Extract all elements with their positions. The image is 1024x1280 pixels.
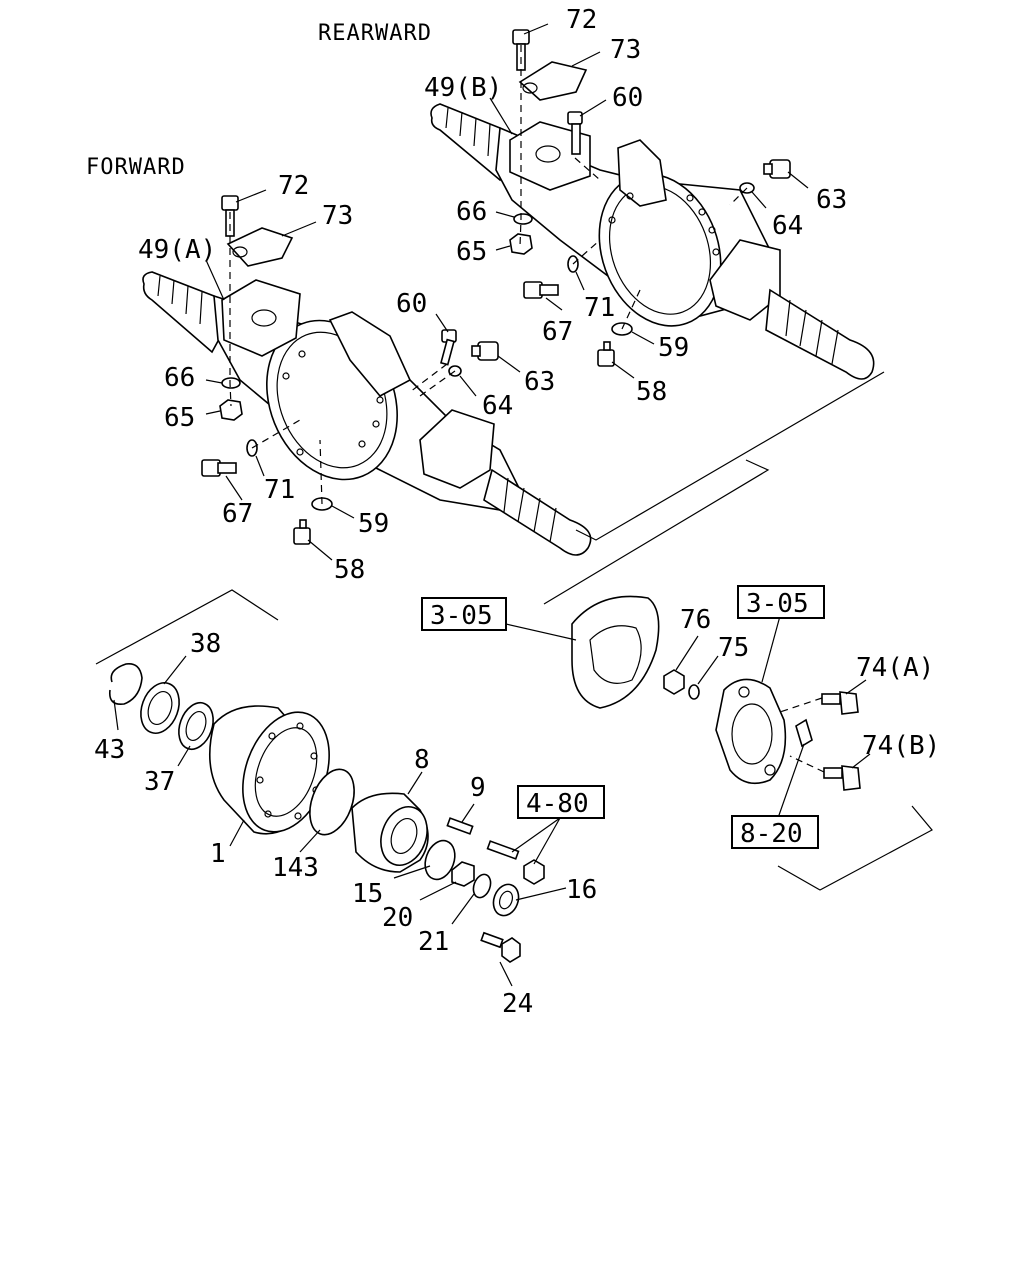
callout-37: 37 bbox=[144, 767, 175, 797]
ref-label-3-05-right: 3-05 bbox=[746, 589, 809, 619]
callout-66-front: 66 bbox=[164, 363, 195, 393]
ref-box-4-80 bbox=[517, 785, 605, 819]
callout-65-rear: 65 bbox=[456, 237, 487, 267]
callout-66-rear: 66 bbox=[456, 197, 487, 227]
plug-63-rear bbox=[769, 159, 791, 179]
callout-49b: 49(B) bbox=[424, 73, 502, 103]
ref-box-3-05-left bbox=[421, 597, 507, 631]
callout-63-front: 63 bbox=[524, 367, 555, 397]
washer-66-rear bbox=[513, 213, 533, 225]
bracket-8-20 bbox=[795, 718, 813, 748]
cap-73-rear bbox=[518, 61, 588, 101]
rear-axle-housing bbox=[430, 103, 875, 380]
callout-63-rear: 63 bbox=[816, 185, 847, 215]
callout-43: 43 bbox=[94, 735, 125, 765]
plug-63-front bbox=[477, 341, 499, 361]
bolt-74b bbox=[823, 767, 843, 779]
front-axle-housing bbox=[142, 271, 592, 556]
callout-24: 24 bbox=[502, 989, 533, 1019]
seal-38 bbox=[140, 682, 180, 734]
bolt-72-rear bbox=[512, 29, 530, 45]
rearward-label: REARWARD bbox=[318, 21, 432, 46]
ref-box-3-05-right bbox=[737, 585, 825, 619]
bolt-60-rear bbox=[567, 111, 583, 125]
callout-21: 21 bbox=[418, 927, 449, 957]
washer-66-front bbox=[221, 377, 241, 389]
anchor-plate bbox=[715, 678, 787, 785]
callout-71-rear: 71 bbox=[584, 293, 615, 323]
ref-label-4-80: 4-80 bbox=[526, 789, 589, 819]
leader-lines bbox=[113, 23, 871, 987]
nut-76 bbox=[663, 669, 685, 695]
callout-49a: 49(A) bbox=[138, 235, 216, 265]
stud-4-80 bbox=[486, 840, 520, 860]
brake-backing-group bbox=[571, 595, 933, 891]
callout-1: 1 bbox=[210, 839, 226, 869]
callout-72-rear: 72 bbox=[566, 5, 597, 35]
callout-72-front: 72 bbox=[278, 171, 309, 201]
callout-59-front: 59 bbox=[358, 509, 389, 539]
callout-8: 8 bbox=[414, 745, 430, 775]
callout-labels: 72 73 49(B) 60 66 65 63 64 71 67 59 58 7… bbox=[94, 5, 940, 1019]
callout-64-rear: 64 bbox=[772, 211, 803, 241]
bearing-15 bbox=[424, 839, 456, 881]
callout-9: 9 bbox=[470, 773, 486, 803]
callout-76: 76 bbox=[680, 605, 711, 635]
callout-71-front: 71 bbox=[264, 475, 295, 505]
front-small-parts bbox=[201, 195, 499, 545]
bolt-24 bbox=[480, 931, 504, 949]
ref-label-3-05-left: 3-05 bbox=[430, 601, 493, 631]
callout-58-rear: 58 bbox=[636, 377, 667, 407]
callout-73-front: 73 bbox=[322, 201, 353, 231]
o-ring-143 bbox=[309, 768, 355, 836]
washer-75 bbox=[688, 684, 700, 700]
snap-ring-43 bbox=[108, 662, 143, 706]
callout-73-rear: 73 bbox=[610, 35, 641, 65]
callout-74a: 74(A) bbox=[856, 653, 934, 683]
callout-60-rear: 60 bbox=[612, 83, 643, 113]
callout-67-front: 67 bbox=[222, 499, 253, 529]
callout-75: 75 bbox=[718, 633, 749, 663]
stud-9 bbox=[446, 817, 474, 835]
plug-58-rear bbox=[597, 349, 615, 367]
nut-65-front bbox=[219, 399, 243, 421]
seal-16 bbox=[492, 883, 520, 917]
bolt-74a bbox=[821, 693, 841, 705]
hub-drum-group bbox=[95, 589, 545, 963]
callout-58-front: 58 bbox=[334, 555, 365, 585]
reference-boxes: 3-05 3-05 4-80 8-20 bbox=[421, 585, 825, 849]
forward-label: FORWARD bbox=[86, 155, 186, 180]
callout-60-front: 60 bbox=[396, 289, 427, 319]
direction-labels: REARWARD FORWARD bbox=[86, 21, 432, 180]
plug-58-front bbox=[293, 527, 311, 545]
callout-20: 20 bbox=[382, 903, 413, 933]
callout-15: 15 bbox=[352, 879, 383, 909]
callout-143: 143 bbox=[272, 853, 319, 883]
ref-label-8-20: 8-20 bbox=[740, 819, 803, 849]
callout-64-front: 64 bbox=[482, 391, 513, 421]
callout-67-rear: 67 bbox=[542, 317, 573, 347]
callout-74b: 74(B) bbox=[862, 731, 940, 761]
callout-38: 38 bbox=[190, 629, 221, 659]
callout-59-rear: 59 bbox=[658, 333, 689, 363]
nut-20 bbox=[451, 861, 475, 887]
callout-65-front: 65 bbox=[164, 403, 195, 433]
rear-small-parts bbox=[509, 29, 791, 367]
nut-65-rear bbox=[509, 233, 533, 255]
callout-16: 16 bbox=[566, 875, 597, 905]
backing-plate bbox=[571, 595, 660, 709]
bolt-72-front bbox=[221, 195, 239, 211]
washer-21 bbox=[472, 873, 492, 899]
ref-box-8-20 bbox=[731, 815, 819, 849]
